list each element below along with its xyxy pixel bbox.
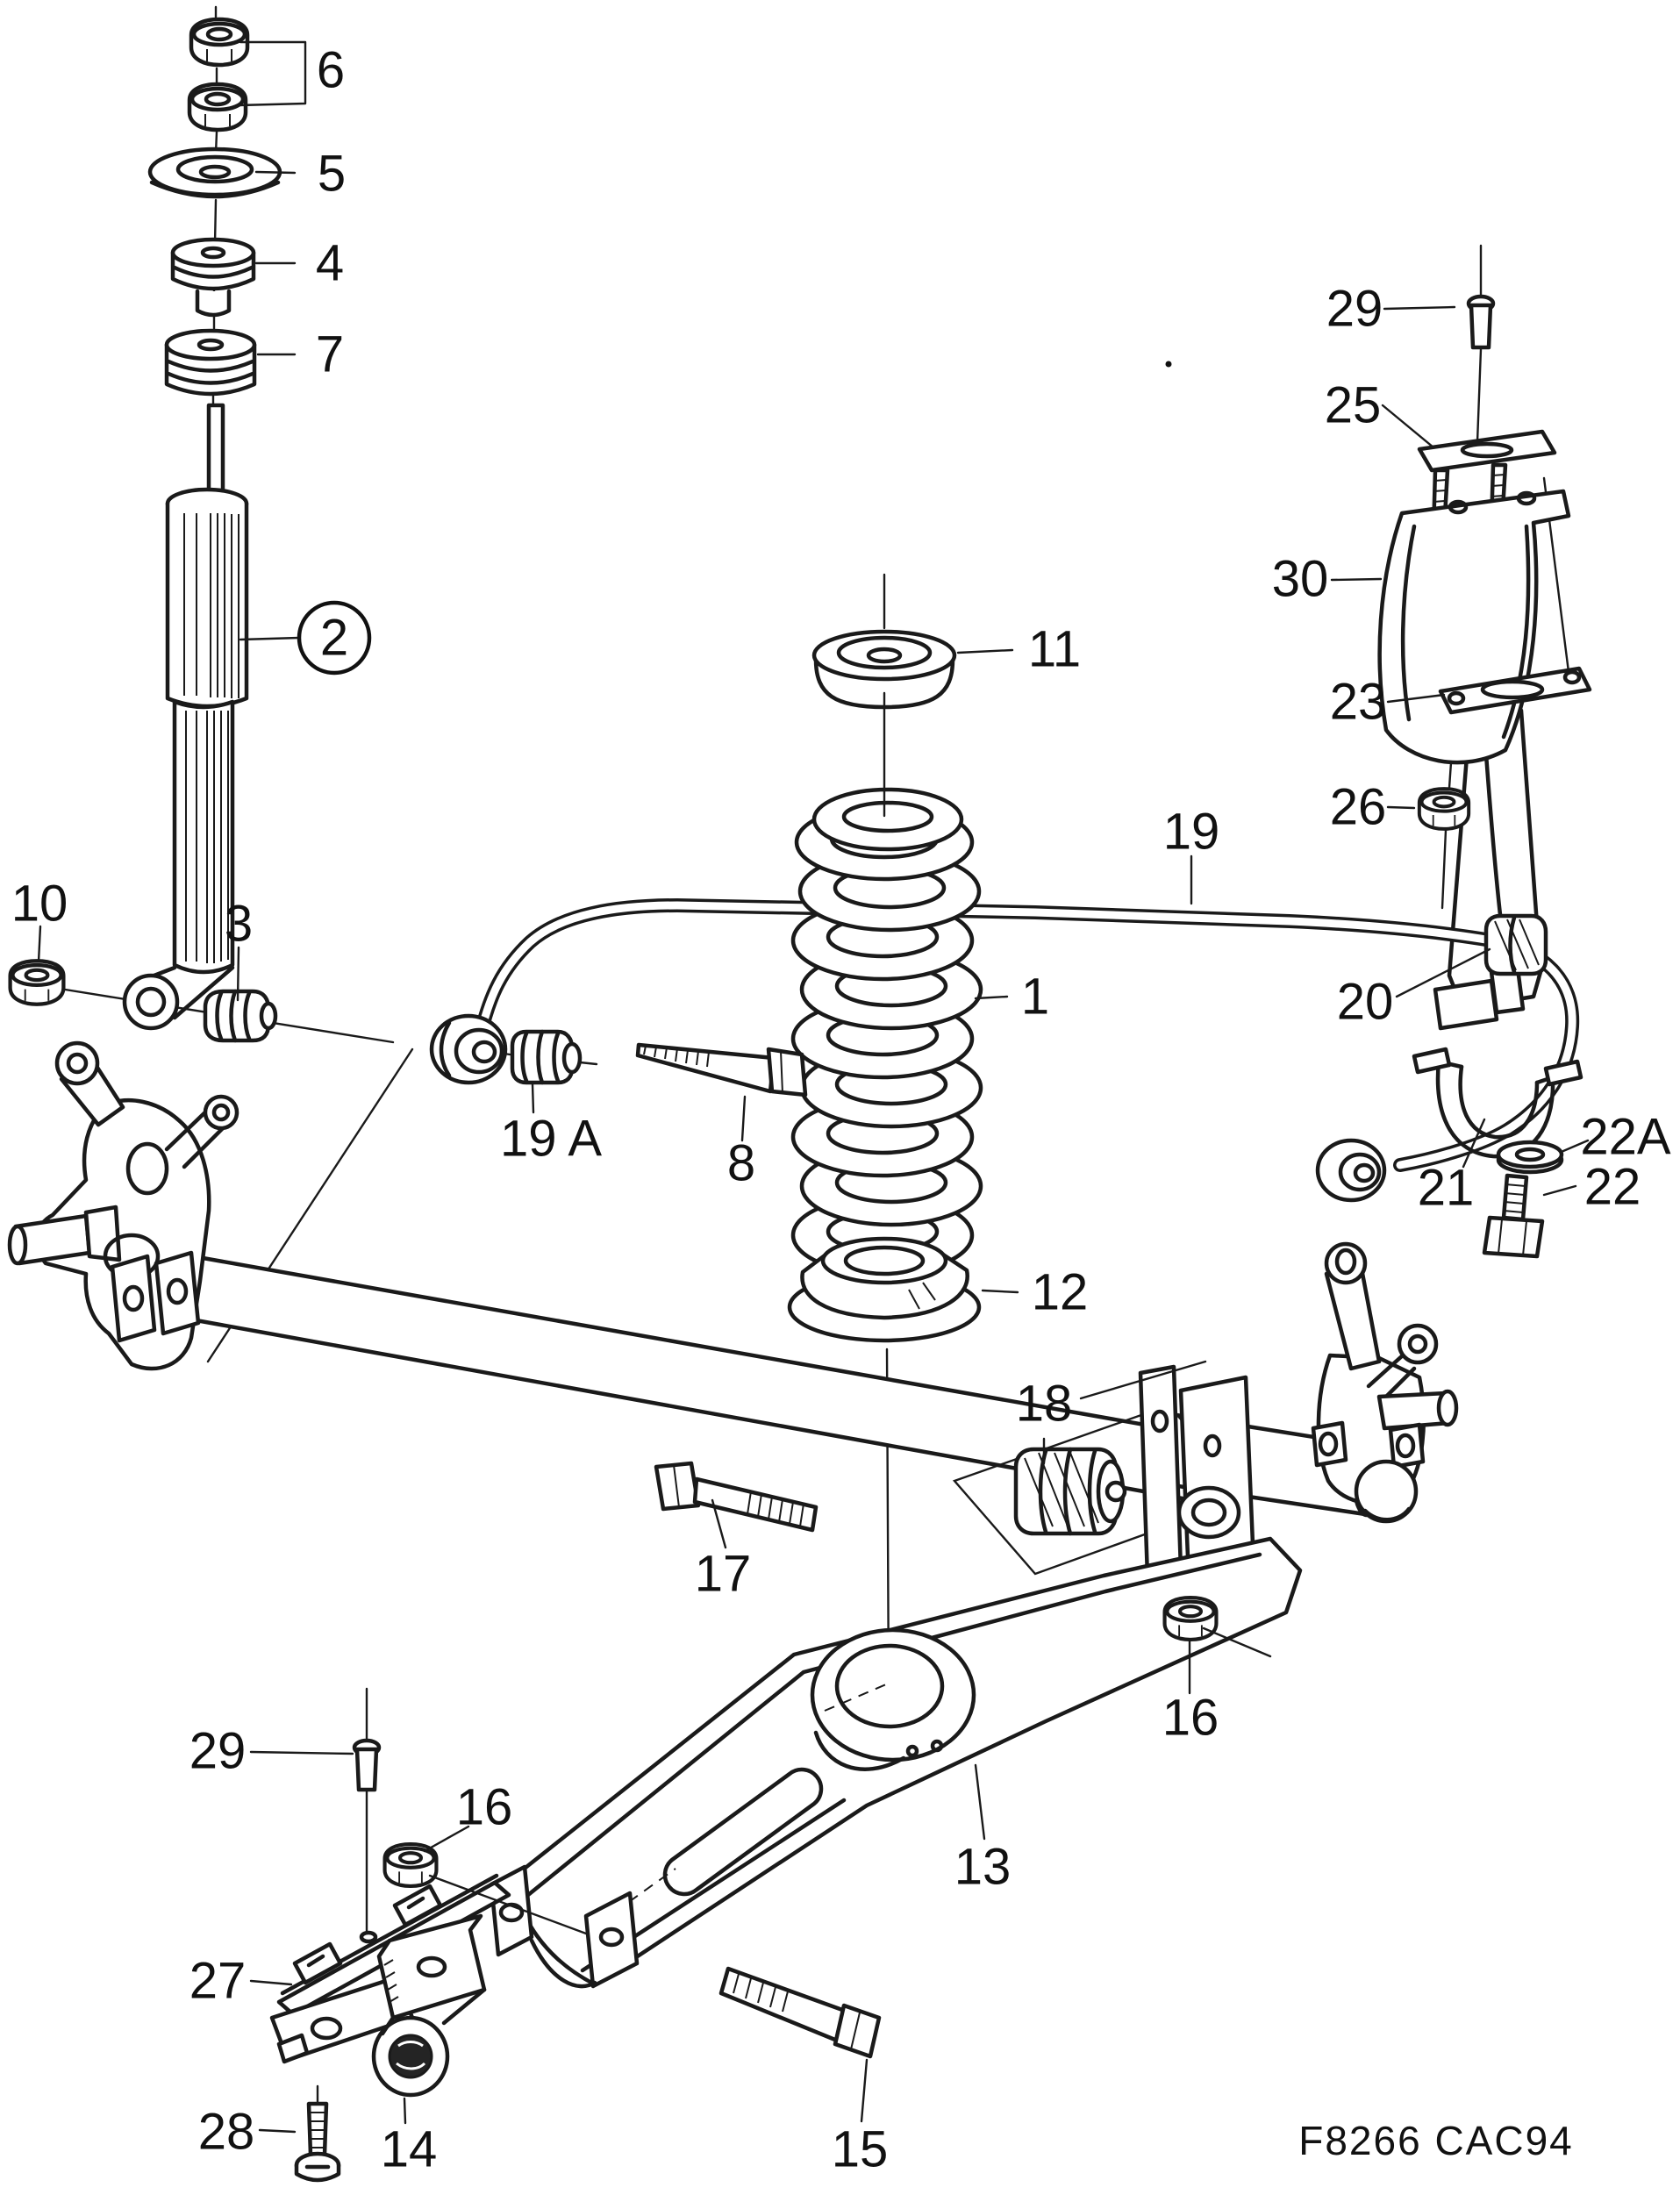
callout-19: 19 bbox=[1163, 804, 1220, 861]
callout-16r: 16 bbox=[1162, 1690, 1219, 1747]
nut-16-left bbox=[385, 1844, 437, 1886]
nut-16-right bbox=[1165, 1598, 1217, 1640]
callout-12: 12 bbox=[1032, 1264, 1089, 1321]
mount-bracket-14 bbox=[269, 1913, 487, 2098]
callout-26: 26 bbox=[1330, 779, 1387, 836]
top-mount-stack bbox=[147, 19, 282, 397]
callout-3: 3 bbox=[225, 896, 253, 953]
callout-10: 10 bbox=[11, 876, 68, 933]
spring-seat-lower-12 bbox=[787, 1236, 982, 1343]
trailing-arm-bushing-18 bbox=[1013, 1447, 1127, 1536]
callout-29l: 29 bbox=[189, 1723, 247, 1780]
callout-1: 1 bbox=[1021, 969, 1049, 1026]
nut-26 bbox=[1417, 787, 1471, 831]
bolt-15 bbox=[718, 1966, 882, 2059]
callout-22A: 22A bbox=[1580, 1109, 1671, 1166]
spring-seat-upper-11 bbox=[811, 629, 957, 710]
callout-25: 25 bbox=[1325, 377, 1382, 434]
callout-18: 18 bbox=[1016, 1376, 1073, 1433]
callout-23: 23 bbox=[1330, 674, 1387, 731]
callout-5: 5 bbox=[318, 146, 346, 203]
callout-28: 28 bbox=[198, 2104, 255, 2161]
callout-14: 14 bbox=[381, 2121, 438, 2178]
bolt-17 bbox=[654, 1461, 819, 1533]
callout-20: 20 bbox=[1337, 974, 1394, 1031]
sway-bar-bushing-20 bbox=[1483, 913, 1548, 976]
bushing-7 bbox=[164, 328, 257, 397]
right-wheel-knuckle bbox=[1311, 1241, 1459, 1524]
callout-30: 30 bbox=[1272, 551, 1329, 608]
washer-22A bbox=[1496, 1140, 1564, 1175]
shock-absorber bbox=[122, 403, 249, 1031]
screw-28 bbox=[294, 2101, 341, 2183]
callout-4: 4 bbox=[316, 235, 344, 292]
sway-bar-end-bushing-right bbox=[1315, 1138, 1387, 1203]
callout-11: 11 bbox=[1028, 621, 1081, 678]
pin-screw-29-left bbox=[352, 1738, 382, 1792]
clamp-21 bbox=[1412, 1047, 1583, 1159]
callout-22: 22 bbox=[1584, 1159, 1641, 1216]
shock-bushing-3 bbox=[203, 989, 278, 1043]
callout-21: 21 bbox=[1418, 1160, 1475, 1217]
bolt-8 bbox=[635, 1042, 808, 1097]
nut-10 bbox=[11, 961, 64, 1004]
sway-bar bbox=[474, 897, 1580, 1172]
pin-screw-29-right bbox=[1466, 294, 1496, 350]
callout-19A: 19 A bbox=[500, 1111, 602, 1168]
callout-2: 2 bbox=[320, 610, 348, 667]
nut-6-upper bbox=[191, 19, 247, 65]
callout-15: 15 bbox=[832, 2121, 889, 2178]
coil-spring bbox=[790, 787, 983, 1276]
leader-lines bbox=[37, 40, 1590, 2134]
callout-7: 7 bbox=[316, 326, 344, 383]
callout-13: 13 bbox=[954, 1839, 1012, 1896]
bolt-22 bbox=[1482, 1173, 1545, 1259]
left-wheel-knuckle bbox=[7, 1040, 239, 1371]
cover-bracket-30 bbox=[1377, 489, 1571, 765]
bushing-4 bbox=[170, 237, 256, 318]
figure-code: F8266 CAC94 bbox=[1298, 2118, 1574, 2163]
callout-16l: 16 bbox=[456, 1779, 513, 1836]
callout-27: 27 bbox=[189, 1953, 247, 2010]
hanger-plate-23 bbox=[1438, 666, 1592, 715]
washer-5 bbox=[147, 147, 282, 199]
trailing-arm bbox=[489, 1536, 1303, 1989]
print-dot bbox=[1165, 361, 1172, 368]
nut-6-lower bbox=[189, 84, 246, 130]
pivot-bracket bbox=[1138, 1364, 1255, 1580]
callout-6: 6 bbox=[317, 42, 345, 99]
callout-29r: 29 bbox=[1326, 281, 1383, 338]
link-bushing-19A bbox=[510, 1029, 583, 1085]
callout-circle-2 bbox=[297, 600, 372, 676]
callout-8: 8 bbox=[727, 1135, 755, 1192]
sway-bar-end-bushing-left bbox=[429, 1013, 508, 1085]
callout-17: 17 bbox=[695, 1546, 752, 1603]
spring-coils bbox=[790, 787, 983, 1276]
